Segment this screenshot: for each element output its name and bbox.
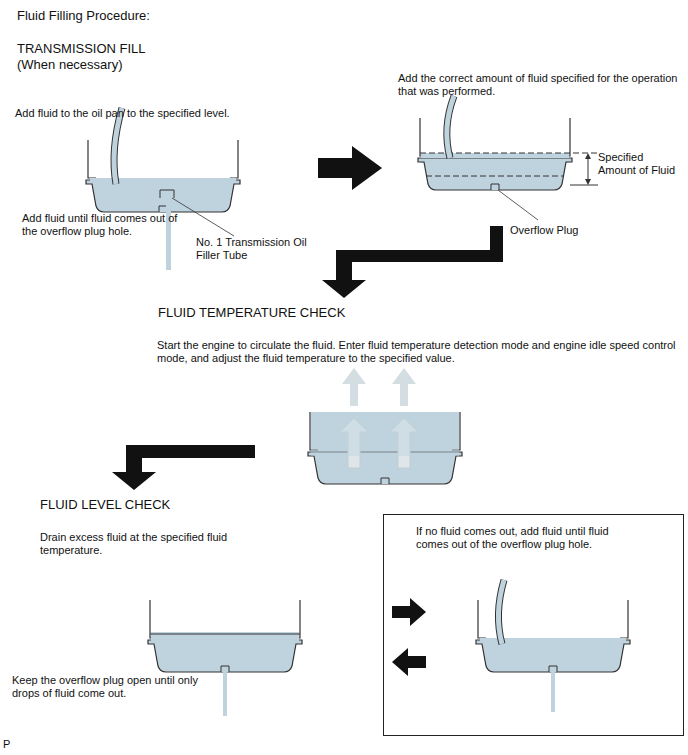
step-text: Add fluid to the oil pan to the specifie… bbox=[15, 107, 230, 120]
oil-pan bbox=[476, 580, 630, 712]
section-subheading: (When necessary) bbox=[17, 57, 122, 73]
flow-arrow bbox=[392, 598, 426, 626]
step-text: Add the correct amount of fluid specifie… bbox=[398, 72, 683, 98]
dimension-label: Specified Amount of Fluid bbox=[598, 151, 683, 177]
step-text: Start the engine to circulate the fluid.… bbox=[157, 339, 685, 365]
note-text: Add fluid until fluid comes out of the o… bbox=[22, 212, 182, 238]
oil-pan bbox=[308, 368, 462, 484]
part-name: No. 1 Transmission Oil Filler Tube bbox=[196, 236, 321, 262]
note-text: Keep the overflow plug open until only d… bbox=[12, 674, 202, 700]
page-title: Fluid Filling Procedure: bbox=[17, 8, 150, 24]
flow-arrow bbox=[112, 445, 255, 490]
section-heading: TRANSMISSION FILL bbox=[17, 41, 146, 57]
note-box: If no fluid comes out, add fluid until f… bbox=[383, 514, 684, 736]
step-text: Drain excess fluid at the specified flui… bbox=[40, 531, 272, 557]
section-heading: FLUID TEMPERATURE CHECK bbox=[158, 305, 345, 321]
section-heading: FLUID LEVEL CHECK bbox=[40, 497, 170, 513]
note-text: If no fluid comes out, add fluid until f… bbox=[416, 525, 633, 551]
flow-arrow bbox=[318, 146, 382, 190]
part-name: Overflow Plug bbox=[510, 224, 578, 237]
oil-pan bbox=[148, 600, 302, 716]
flow-arrow bbox=[322, 226, 503, 298]
oil-pan bbox=[418, 96, 598, 220]
flow-arrow bbox=[392, 648, 426, 676]
figure-code: P bbox=[3, 738, 10, 751]
